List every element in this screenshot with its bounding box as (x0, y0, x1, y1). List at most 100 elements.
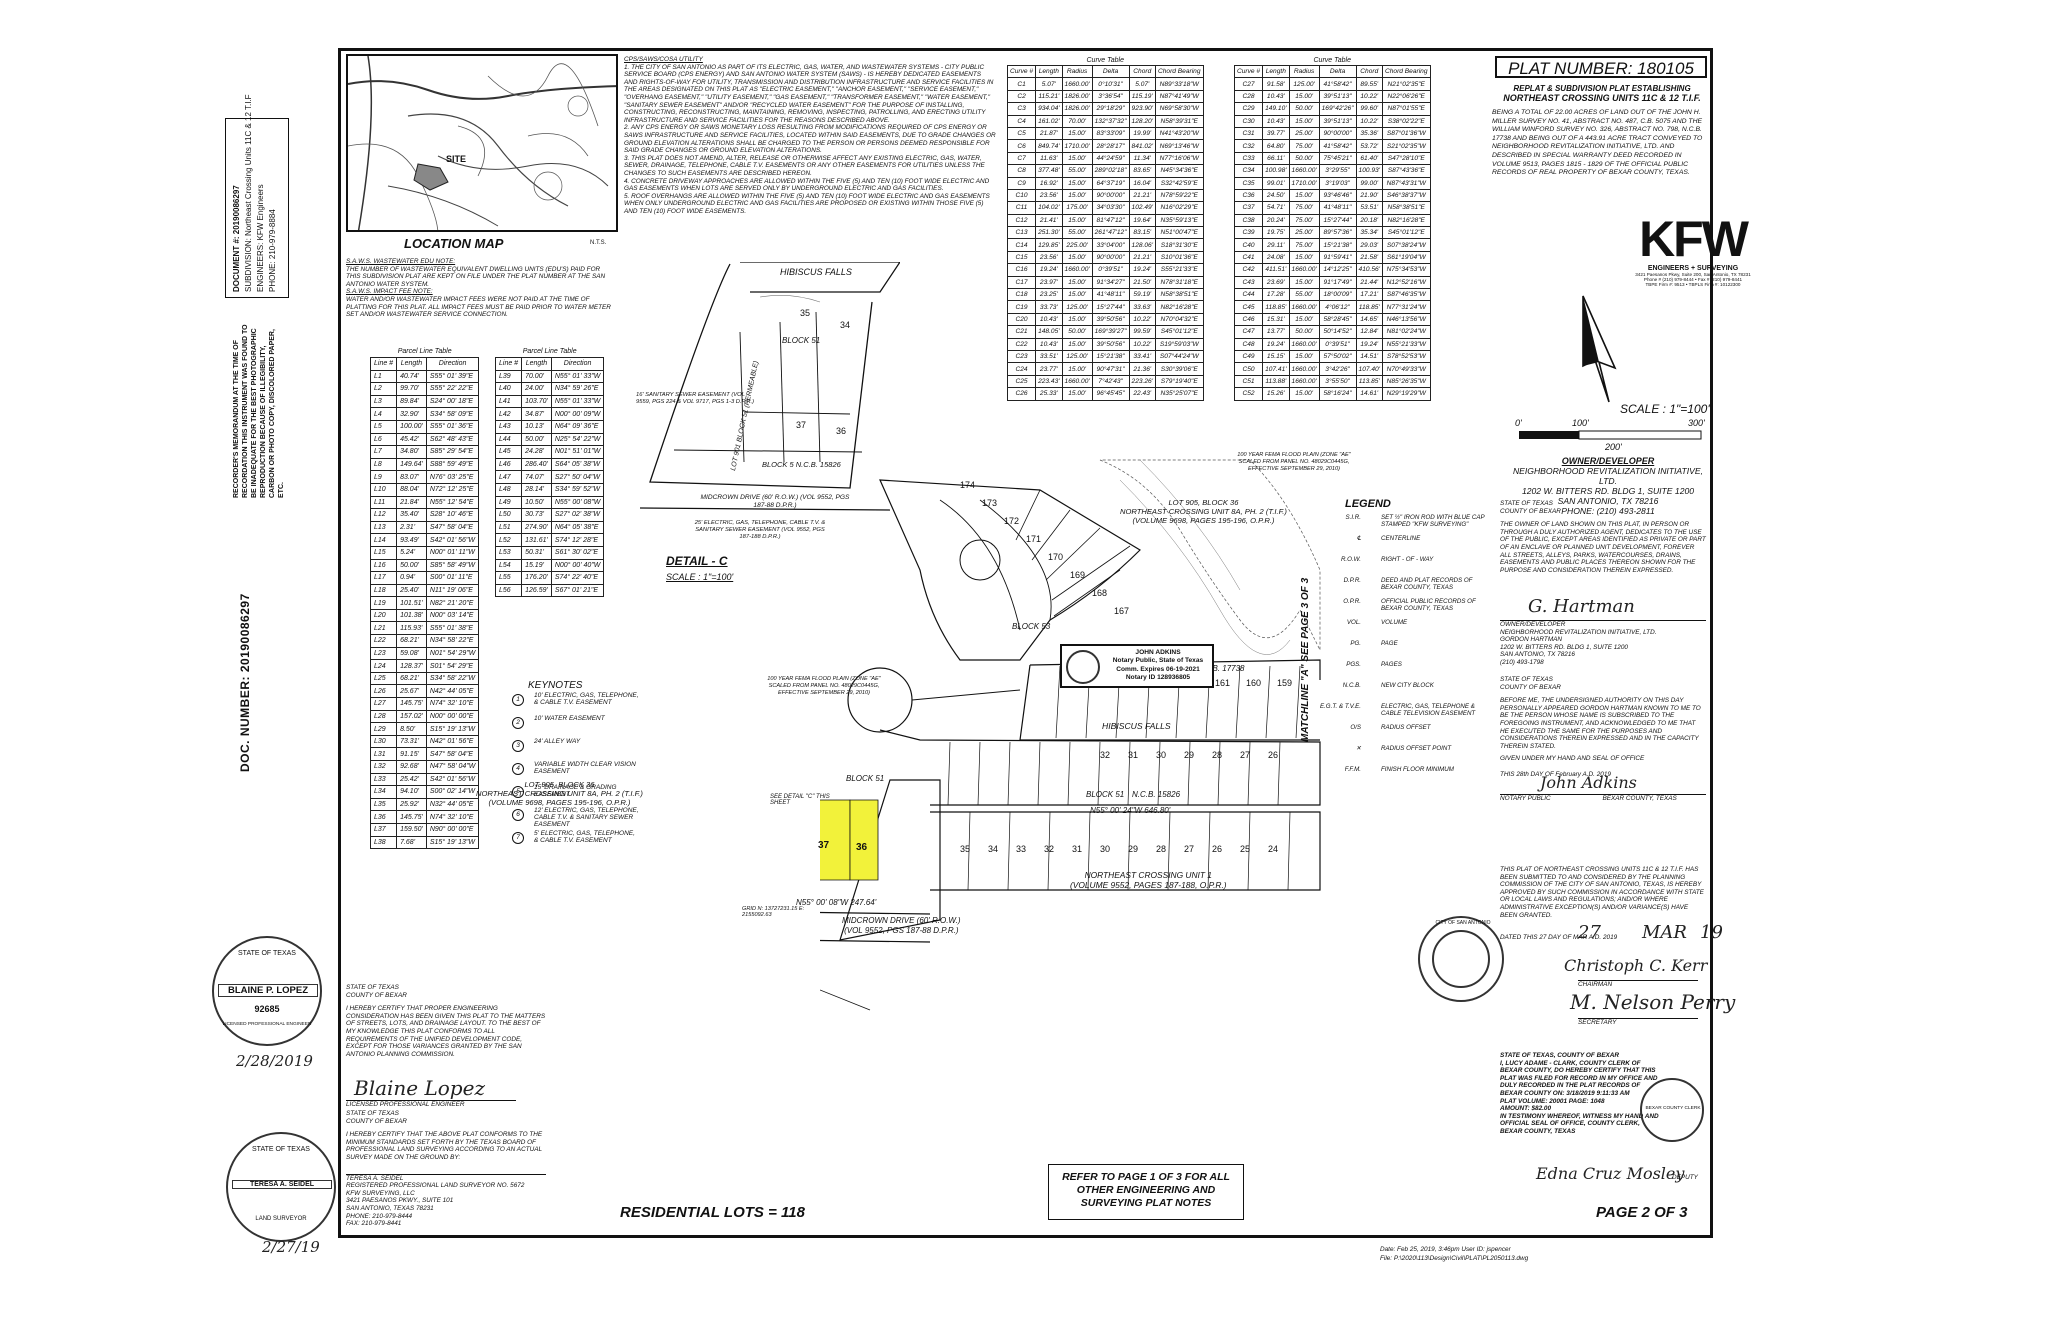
table-cell: L44 (494, 432, 523, 447)
table-cell: 24.28' (521, 445, 552, 459)
cps-note-2: 2. ANY CPS ENERGY OR SAWS MONETARY LOSS … (624, 124, 996, 155)
table-cell: C39 (1233, 226, 1264, 240)
table-cell: 15.00' (1061, 362, 1093, 376)
table-cell: 33.51' (1035, 349, 1063, 364)
legend-symbol: VOL. (1346, 619, 1361, 626)
notary-signature: John Adkins (1540, 773, 1637, 792)
engineer-seal-icon: STATE OF TEXAS BLAINE P. LOPEZ 92685 LIC… (212, 936, 322, 1046)
notary-cert-state: STATE OF TEXAS (1500, 676, 1553, 683)
table-cell: 83°33'09" (1091, 126, 1130, 141)
notary-line2: Notary Public, State of Texas (1112, 657, 1204, 665)
table-cell: 55.00' (1061, 164, 1093, 178)
table-cell: 128.37' (396, 659, 427, 673)
table-cell: 923.90' (1128, 102, 1156, 116)
owner-signature-block: OWNER/DEVELOPER NEIGHBORHOOD REVITALIZAT… (1500, 620, 1706, 667)
bearing-line-2: N55° 00' 08"W 247.64' (796, 898, 877, 907)
surveyor-seal-name: TERESA A. SEIDEL (232, 1180, 332, 1189)
table-cell: 21.90' (1355, 188, 1383, 203)
lot-number: 29 (1128, 844, 1139, 854)
table-cell: 15.31' (1262, 312, 1290, 327)
table-cell: N00° 00' 00"E (425, 709, 480, 724)
table-cell: 19.24' (1355, 337, 1383, 352)
table-cell: 25.92' (396, 797, 427, 812)
table-cell: 45.42' (396, 432, 427, 447)
table-cell: S07°44'24"W (1154, 349, 1204, 364)
table-cell: 2.31' (396, 520, 427, 535)
lot-number: 171 (1026, 534, 1042, 544)
table-cell: S01° 54' 29"E (425, 659, 480, 673)
table-cell: N74° 32' 10"E (425, 810, 480, 824)
engineer-signature: Blaine Lopez (354, 1076, 485, 1100)
table-cell: 15.00' (1061, 213, 1093, 228)
engineer-seal-no: 92685 (254, 1004, 280, 1014)
table-cell: 3°55'50" (1318, 374, 1357, 389)
table-cell: N34° 58' 22"E (425, 634, 480, 648)
table-cell: N46°13'56"W (1381, 312, 1431, 327)
table-cell: N35°25'07"E (1154, 387, 1204, 401)
legend-description: CENTERLINE (1381, 535, 1421, 542)
table-cell: N55° 00' 08"W (550, 495, 605, 510)
table-cell: 1710.00' (1061, 139, 1093, 153)
legend-symbol: D.P.R. (1343, 577, 1361, 584)
table-cell: 30.73' (521, 508, 552, 522)
notary-stamp-text: JOHN ADKINS Notary Public, State of Texa… (1104, 649, 1212, 683)
grid-coordinate: GRID N: 13727231.15 E: 2155092.63 (742, 906, 805, 918)
detail-c-title: DETAIL - C (666, 554, 728, 568)
parcel-line-table-left-wrap: Parcel Line Table Line # Length Directio… (369, 346, 480, 850)
kfw-logo: KFW ENGINEERS + SURVEYING 3421 Paesanos … (1635, 213, 1751, 297)
lot-number: 27 (1184, 844, 1195, 854)
table-cell: 1660.00' (1288, 263, 1320, 277)
table-cell: 88.04' (396, 482, 427, 497)
lot-number: 27 (1240, 750, 1251, 760)
table-cell: L53 (494, 545, 523, 560)
table-cell: S00° 02' 14"W (425, 785, 480, 799)
table-cell: S28° 10' 46"E (425, 508, 480, 522)
lot-number: 161 (1215, 678, 1231, 688)
table-cell: 90°00'00" (1091, 250, 1130, 265)
lot-number: 168 (1092, 588, 1108, 598)
lot-905-line2: NORTHEAST CROSSING UNIT 8A, PH. 2 (T.I.F… (1120, 507, 1287, 516)
table-cell: C41 (1233, 250, 1264, 265)
kfw-address: 3421 Paesanos Pkwy, Suite 200, San Anton… (1635, 272, 1751, 277)
table-cell: 10.43' (1262, 114, 1290, 128)
table-cell: 5.07' (1035, 77, 1063, 91)
location-map-drawing (348, 56, 616, 230)
table-cell: S19°59'03"W (1154, 337, 1204, 352)
table-cell: 50.00' (521, 432, 552, 447)
kfw-logo-text: KFW (1639, 211, 1749, 267)
table-cell: S67° 01' 21"E (550, 583, 605, 598)
lot-number: 31 (1128, 750, 1139, 760)
legend-description: SET ½" IRON ROD WITH BLUE CAP STAMPED "K… (1381, 514, 1485, 528)
table-cell: C31 (1233, 126, 1264, 141)
table-cell: L30 (369, 734, 398, 749)
table-cell: 39°50'56" (1091, 312, 1130, 327)
table-cell: 39°51'13" (1318, 89, 1357, 104)
table-cell: N00° 00' 40"W (550, 558, 605, 573)
location-map: SITE (346, 54, 618, 232)
table-cell: L25 (369, 671, 398, 686)
eng-state: STATE OF TEXAS (346, 984, 399, 991)
highlight-lot-36: 36 (856, 842, 868, 853)
table-cell: 96°45'45" (1091, 387, 1130, 401)
table-cell: 15.00' (1061, 188, 1093, 203)
table-cell: N70°49'33"W (1381, 362, 1431, 376)
keynote-text: 5' ELECTRIC, GAS, TELEPHONE, & CABLE T.V… (534, 830, 635, 844)
table-cell: 103.70' (521, 394, 552, 409)
table-cell: S45°01'12"E (1381, 226, 1431, 240)
table-cell: 64°37'19" (1091, 176, 1130, 190)
table-cell: 125.00' (1288, 77, 1320, 91)
col-delta: Delta (1318, 64, 1357, 79)
table-cell: L48 (494, 482, 523, 497)
table-cell: 10.22' (1128, 312, 1156, 327)
